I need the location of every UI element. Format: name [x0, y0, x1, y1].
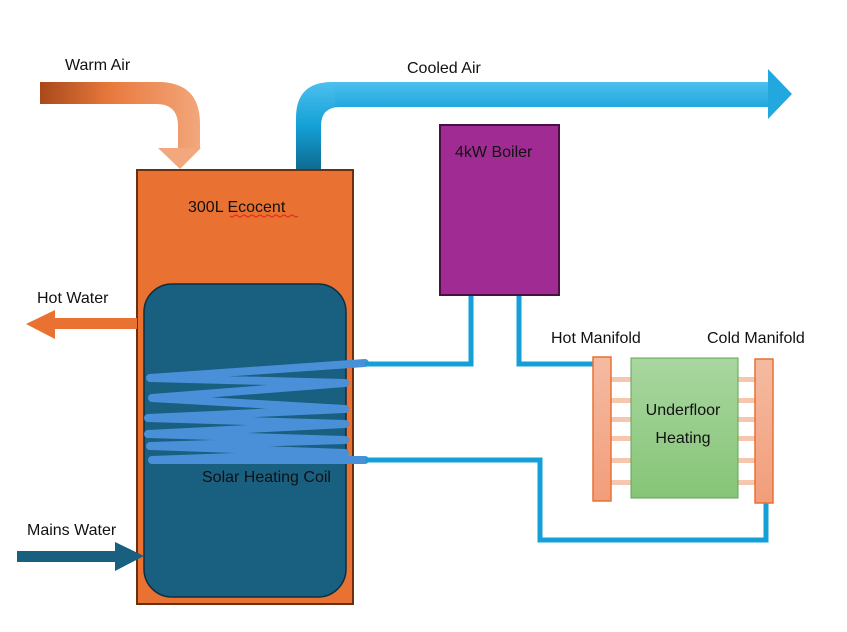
mains-water-label: Mains Water [27, 522, 117, 539]
boiler-to-hot-manifold-pipe [516, 291, 593, 367]
hot-water-label: Hot Water [37, 290, 109, 307]
cold-manifold [754, 358, 774, 504]
boiler-to-coil-pipe [365, 291, 474, 367]
spellcheck-underline [229, 214, 299, 218]
hot-manifold-label: Hot Manifold [551, 330, 641, 347]
underfloor-heating [630, 357, 739, 499]
hot-manifold [592, 356, 612, 502]
boiler-label: 4kW Boiler [455, 144, 533, 161]
solar-heating-coil [144, 359, 369, 464]
cooled-air-arrow [296, 69, 792, 170]
solar-coil-label: Solar Heating Coil [202, 469, 331, 486]
cold-manifold-label: Cold Manifold [707, 330, 805, 347]
underfloor-label-line2: Heating [655, 430, 710, 447]
warm-air-label: Warm Air [65, 57, 131, 74]
cooled-air-label: Cooled Air [407, 60, 481, 77]
hot-water-arrow [26, 310, 137, 339]
tank-label: 300L Ecocent [188, 199, 286, 216]
pipes [365, 291, 769, 543]
manifold-connections [610, 377, 757, 485]
coil-return-pipe [365, 457, 769, 543]
underfloor-label-line1: Underfloor [646, 402, 721, 419]
warm-air-arrow [40, 82, 201, 169]
mains-water-arrow [17, 542, 144, 571]
boiler [439, 124, 560, 296]
